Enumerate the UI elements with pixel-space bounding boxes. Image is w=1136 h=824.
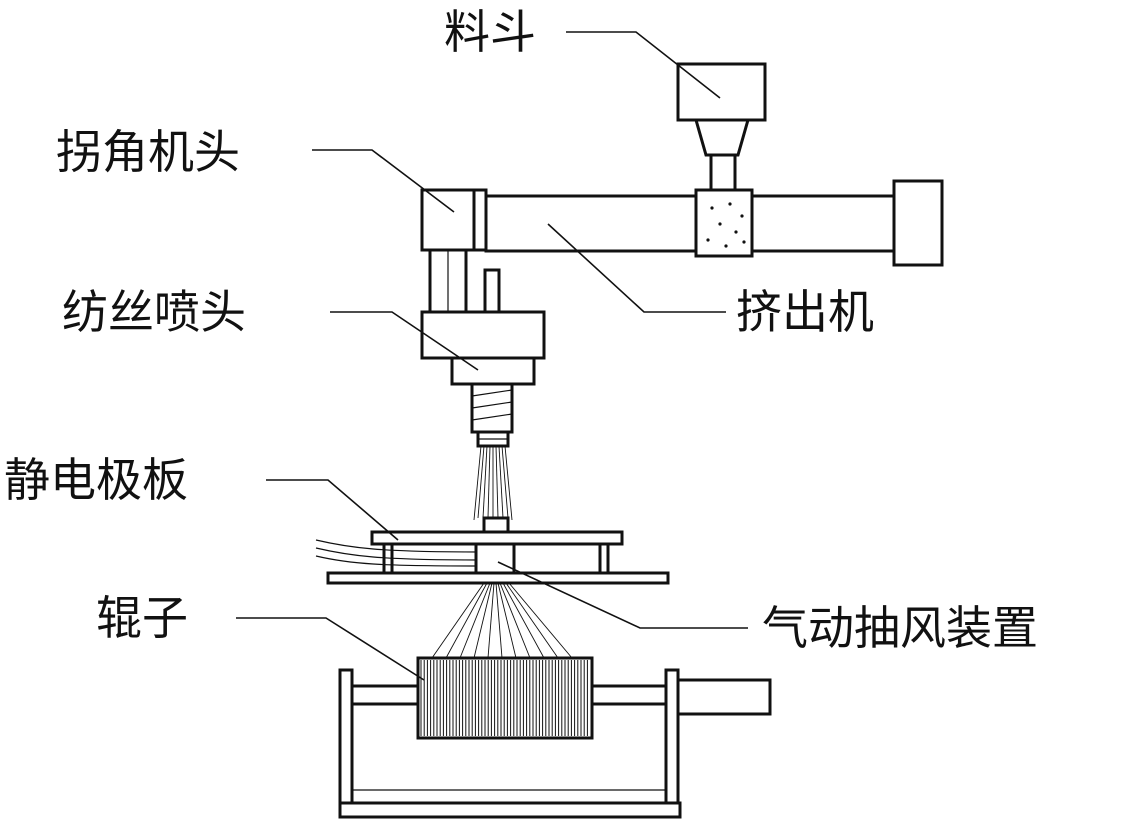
label-spinneret: 纺丝喷头 (62, 285, 246, 339)
label-extruder: 挤出机 (736, 285, 874, 339)
label-roller: 辊子 (96, 591, 188, 645)
label-hopper: 料斗 (444, 5, 536, 59)
extruder (484, 179, 944, 267)
pneumatic-suction-device (474, 516, 516, 575)
elbow-head (420, 188, 488, 314)
extruder-feed-dots (706, 202, 746, 248)
hopper (676, 62, 767, 192)
roller (416, 656, 594, 740)
label-pneumatic-suction: 气动抽风装置 (762, 601, 1038, 655)
label-elbow-head: 拐角机头 (56, 125, 240, 179)
fibers-upper (473, 445, 513, 521)
fibers-lower (431, 582, 573, 659)
leader-lines (236, 31, 748, 681)
label-electrostatic-plate: 静电极板 (4, 453, 188, 507)
spinneret (420, 268, 546, 448)
roller-frame (338, 668, 772, 819)
